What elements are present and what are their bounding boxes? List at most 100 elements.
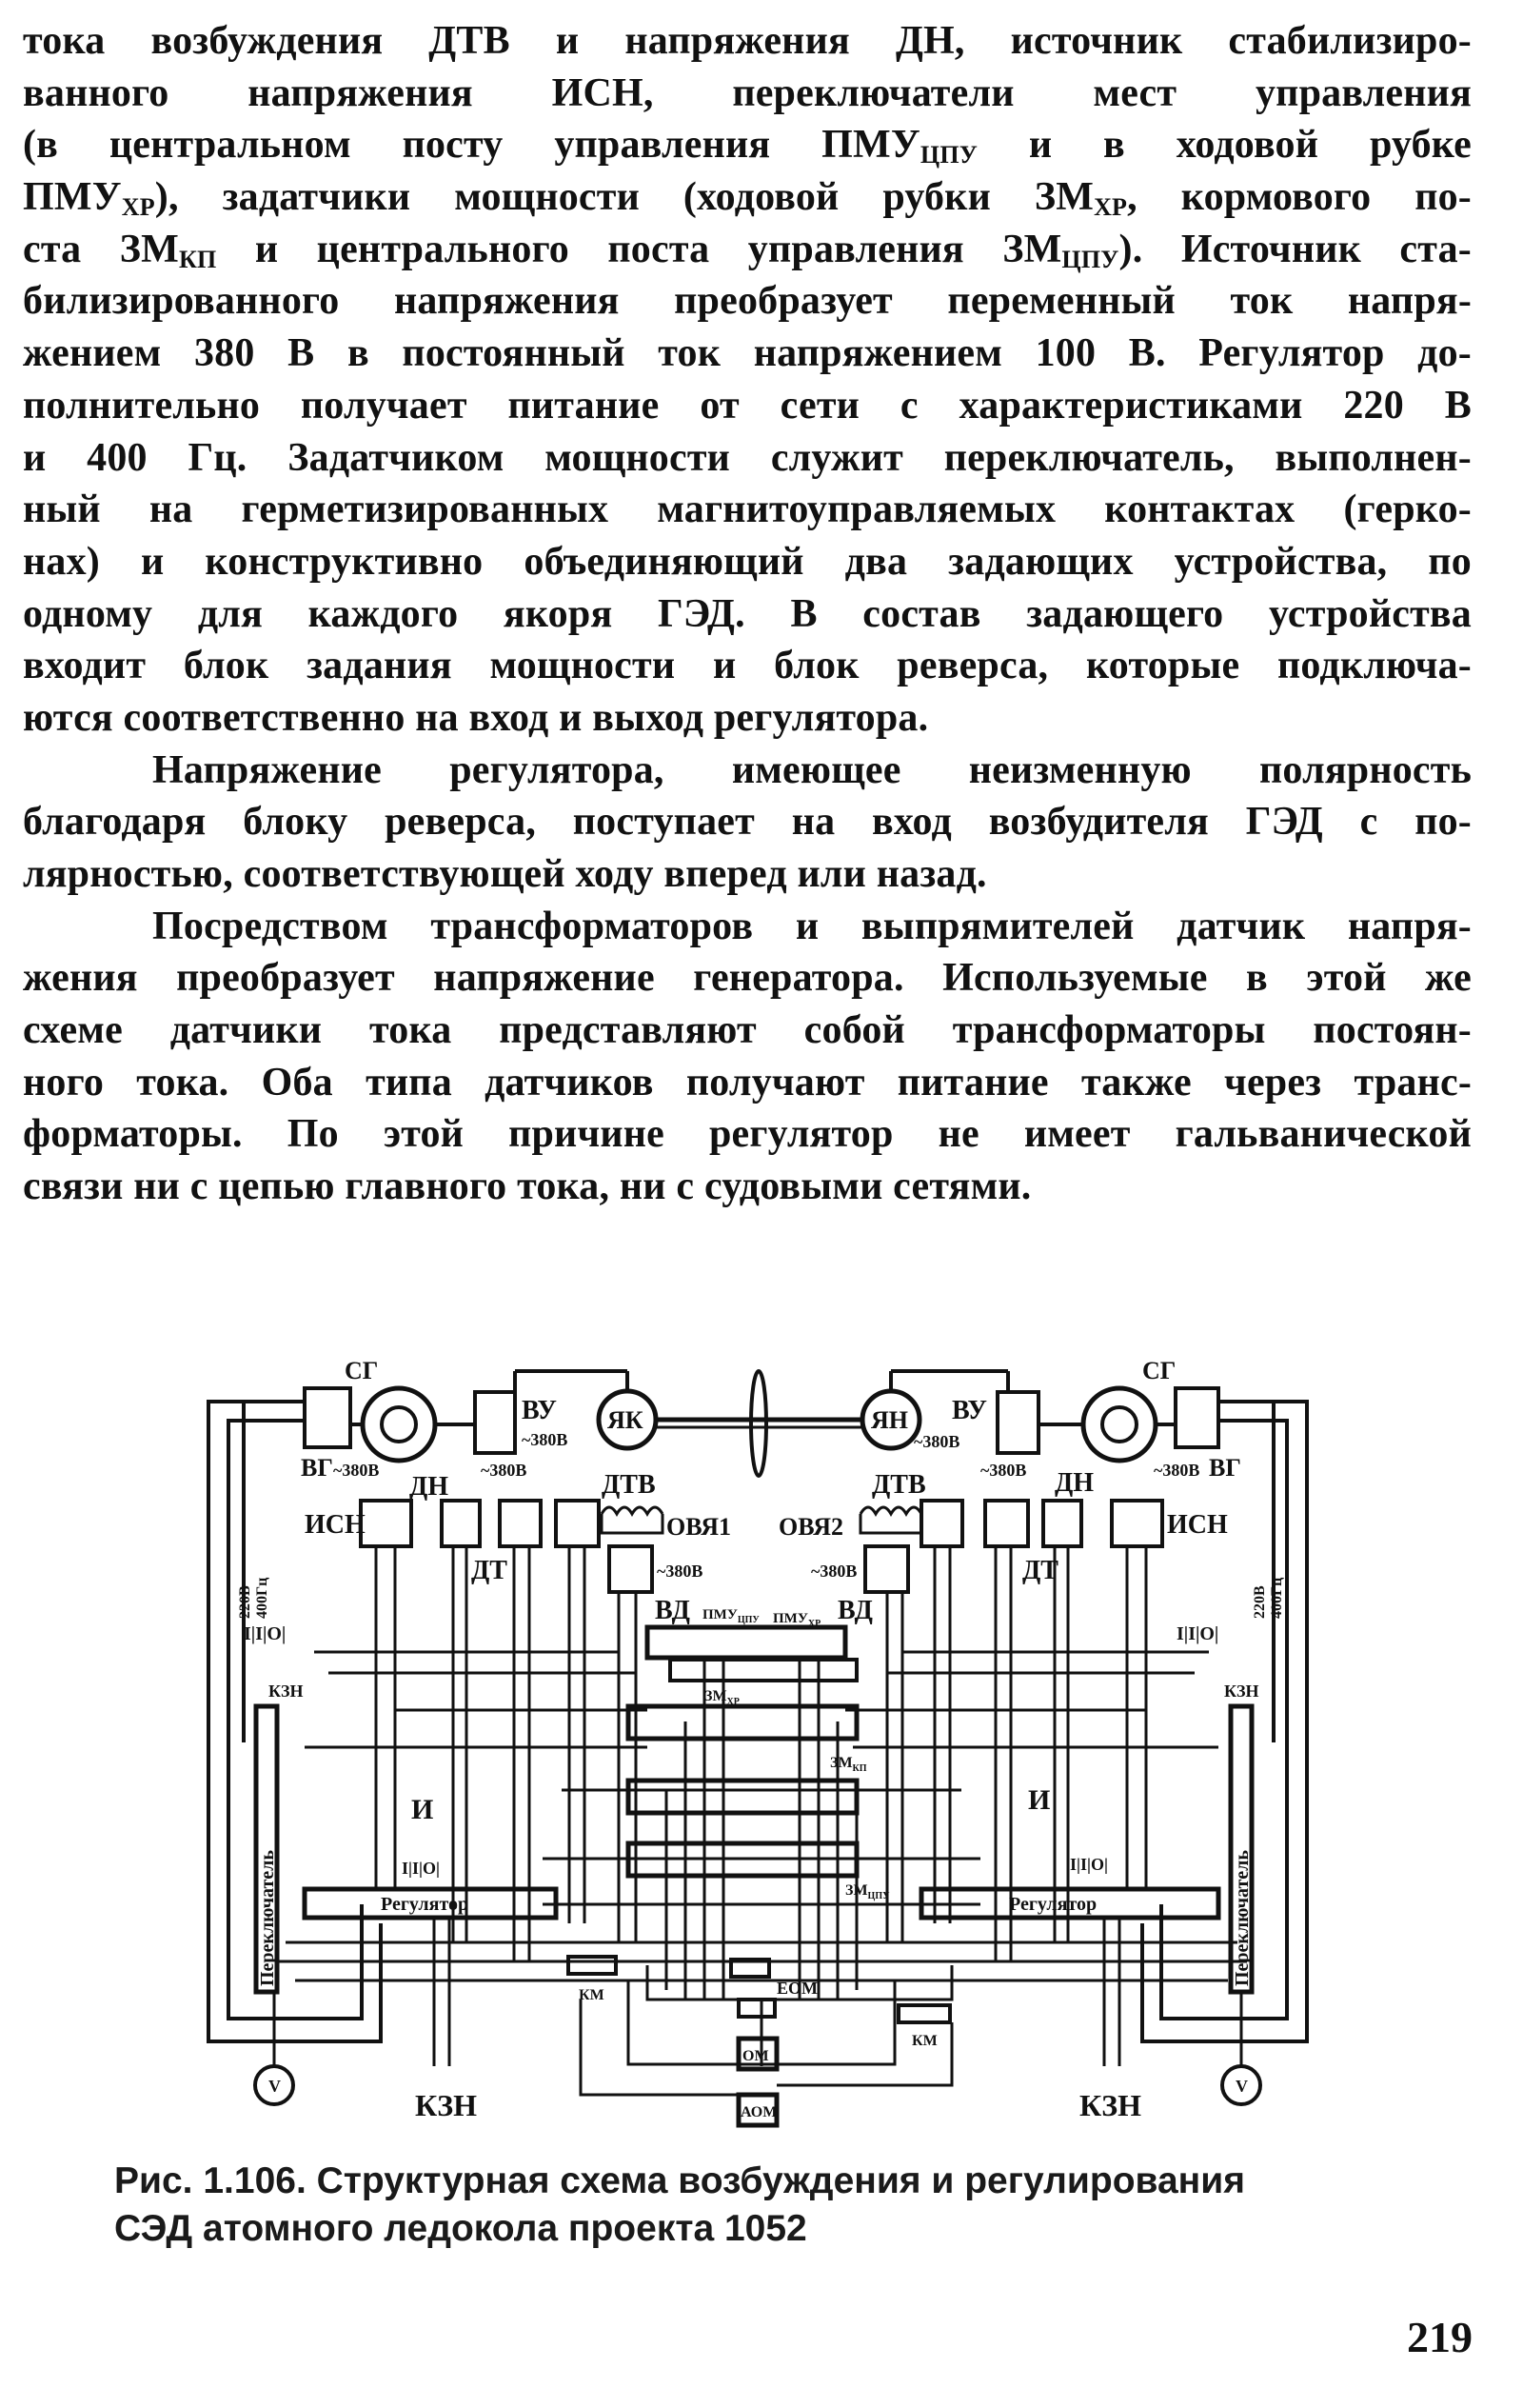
label-vd-left: ВД	[655, 1596, 690, 1625]
label-aom: АОМ	[741, 2104, 777, 2120]
text-line: ного тока. Оба типа датчиков получают пи…	[23, 1057, 1472, 1109]
text-segment: ), задатчики мощности (ходовой рубки ЗМ	[154, 175, 1095, 220]
text-line: и 400 Гц. Задатчиком мощности служит пер…	[23, 432, 1472, 485]
label-380v: ~380В	[333, 1461, 379, 1480]
control-blocks	[625, 1624, 860, 1879]
label-vu-right: ВУ	[952, 1396, 987, 1425]
label-dn-right: ДН	[1055, 1468, 1094, 1498]
label-dt-right: ДТ	[1022, 1556, 1058, 1585]
text-segment: ). Источник ста-	[1118, 227, 1472, 271]
text-segment: билизированного напряжения преобразует п…	[23, 279, 1472, 324]
text-segment: схеме датчики тока представляют собой тр…	[23, 1008, 1472, 1053]
figure-caption: Рис. 1.106. Структурная схема возбуждени…	[114, 2158, 1466, 2253]
label-400hz-right: 400Гц	[1269, 1578, 1285, 1619]
label-zm-cpu: ЗМЦПУ	[845, 1882, 890, 1901]
om-block	[736, 2036, 780, 2072]
text-segment: жением 380 В в постоянный ток напряжение…	[23, 331, 1472, 376]
subscript: КП	[179, 245, 217, 273]
motor-armature-yak	[596, 1388, 659, 1451]
text-line: Посредством трансформаторов и выпрямител…	[23, 901, 1472, 953]
label-380v: ~380В	[522, 1430, 567, 1449]
excitation-control-block-diagram: СГ СГ ВГ ВГ ВУ ВУ ЯК ЯН ~380В ~380В ~380…	[207, 1357, 1309, 2128]
label-400hz-left: 400Гц	[254, 1578, 270, 1619]
label-220v-left: 220В	[237, 1585, 253, 1619]
text-line: (в центральном посту управления ПМУЦПУ и…	[23, 119, 1472, 171]
text-line: ПМУХР), задатчики мощности (ходовой рубк…	[23, 171, 1472, 224]
aom-block	[736, 2092, 780, 2128]
text-segment: ста ЗМ	[23, 227, 179, 271]
label-pmu-xr: ПМУХР	[773, 1611, 821, 1629]
text-segment: жения преобразует напряжение генератора.…	[23, 956, 1472, 1001]
text-segment: Напряжение регулятора, имеющее неизменну…	[152, 747, 1472, 792]
text-line: ста ЗМКП и центрального поста управления…	[23, 224, 1472, 276]
text-line: лярностью, соответствующей ходу вперед и…	[23, 848, 1472, 901]
label-pmu-cpu: ПМУЦПУ	[702, 1607, 760, 1625]
sensor-boxes	[359, 1499, 1164, 1548]
motor-armature-yan	[860, 1388, 922, 1451]
rectifier-boxes	[303, 1386, 1220, 1594]
label-regulator-left: Регулятор	[381, 1894, 468, 1915]
regulator-right	[919, 1886, 1221, 1920]
text-segment: (в центральном посту управления ПМУ	[23, 123, 920, 168]
label-kzn-left: КЗН	[415, 2088, 477, 2122]
label-kzn-right: КЗН	[1079, 2088, 1141, 2122]
resistor-om	[737, 1998, 777, 2019]
text-line: схеме датчики тока представляют собой тр…	[23, 1005, 1472, 1057]
text-segment: и в ходовой рубке	[978, 123, 1472, 168]
text-segment: и 400 Гц. Задатчиком мощности служит пер…	[23, 435, 1472, 480]
label-switch-marks-left-lower: I|I|O|	[402, 1859, 440, 1878]
text-segment: и центрального поста управления ЗМ	[216, 227, 1062, 271]
label-switch-marks-left: I|I|O|	[244, 1623, 286, 1644]
text-line: жением 380 В в постоянный ток напряжение…	[23, 328, 1472, 380]
resistor-km-right	[897, 2003, 952, 2024]
label-pereklyuchatel-left: Переключатель	[257, 1850, 278, 1986]
kzn-output-arrows	[432, 1918, 1121, 2066]
label-km-left: КМ	[579, 1987, 604, 2003]
text-line: благодаря блоку реверса, поступает на вх…	[23, 796, 1472, 848]
text-line: связи ни с цепью главного тока, ни с суд…	[23, 1161, 1472, 1213]
subscript: ЦПУ	[920, 141, 979, 169]
label-380v: ~380В	[481, 1461, 526, 1480]
text-segment: ный на герметизированных магнитоуправляе…	[23, 488, 1472, 532]
label-380v: ~380В	[657, 1562, 702, 1581]
generator-left	[360, 1385, 438, 1463]
text-line: нах) и конструктивно объединяющий два за…	[23, 536, 1472, 588]
label-i-right: И	[1028, 1784, 1050, 1816]
generator-right	[1080, 1385, 1158, 1463]
label-ovya2: ОВЯ2	[779, 1513, 843, 1541]
label-yak: ЯК	[607, 1406, 643, 1434]
label-v-right: V	[1236, 2077, 1248, 2096]
label-isn-right: ИСН	[1167, 1510, 1228, 1540]
label-eom: ЕОМ	[777, 1979, 818, 1998]
label-i-left: И	[411, 1794, 433, 1825]
text-line: форматоры. По этой причине регулятор не …	[23, 1108, 1472, 1161]
regulator-left	[302, 1886, 559, 1920]
page-number: 219	[1407, 2313, 1473, 2361]
resistor-eom	[729, 1958, 771, 1979]
label-zm-xr: ЗМХР	[704, 1688, 740, 1707]
label-dt-left: ДТ	[471, 1556, 507, 1585]
text-line: ванного напряжения ИСН, переключатели ме…	[23, 68, 1472, 120]
label-yan: ЯН	[871, 1406, 908, 1434]
text-line: ются соответственно на вход и выход регу…	[23, 692, 1472, 745]
text-segment: одному для каждого якоря ГЭД. В состав з…	[23, 591, 1472, 636]
label-380v: ~380В	[811, 1562, 857, 1581]
text-line: Напряжение регулятора, имеющее неизменну…	[23, 745, 1472, 797]
text-line: ный на герметизированных магнитоуправляе…	[23, 484, 1472, 536]
label-220v-right: 220В	[1252, 1585, 1268, 1619]
field-winding-ovya1	[600, 1505, 664, 1535]
text-segment: связи ни с цепью главного тока, ни с суд…	[23, 1164, 1032, 1209]
text-segment: , кормового по-	[1127, 175, 1472, 220]
text-line: тока возбуждения ДТВ и напряжения ДН, ис…	[23, 15, 1472, 68]
text-segment: лярностью, соответствующей ходу вперед и…	[23, 852, 987, 896]
label-vg-left: ВГ	[301, 1454, 333, 1482]
text-line: жения преобразует напряжение генератора.…	[23, 952, 1472, 1005]
label-pereklyuchatel-right: Переключатель	[1232, 1850, 1253, 1986]
label-380v: ~380В	[914, 1432, 959, 1451]
text-line: билизированного напряжения преобразует п…	[23, 275, 1472, 328]
label-regulator-right: Регулятор	[1009, 1894, 1097, 1915]
label-ovya1: ОВЯ1	[666, 1513, 731, 1541]
label-380v: ~380В	[980, 1461, 1026, 1480]
label-kzn-small-right: КЗН	[1224, 1682, 1259, 1701]
label-v-left: V	[268, 2077, 281, 2096]
